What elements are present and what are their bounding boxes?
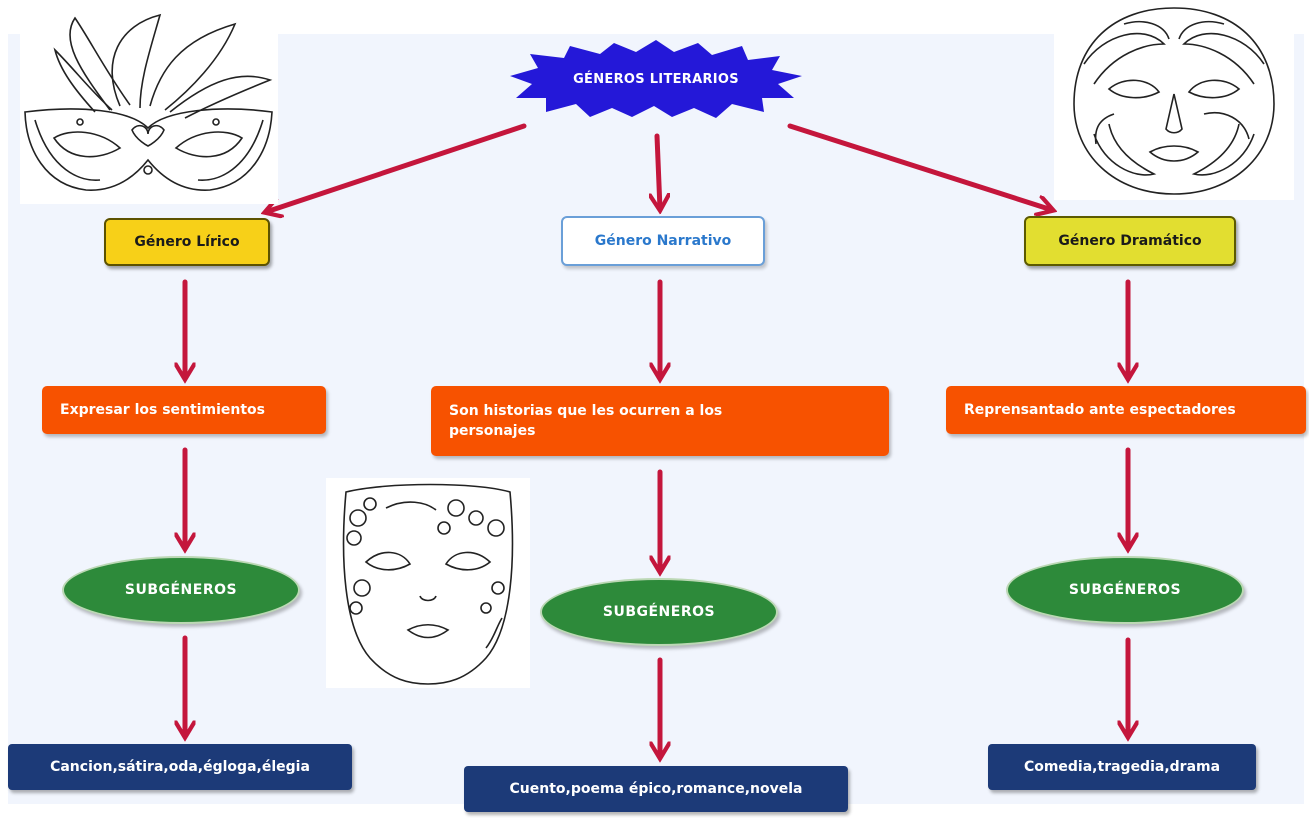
description-lirico-text: Expresar los sentimientos <box>60 402 265 418</box>
subgenre-dramatico-ellipse: SUBGÉNEROS <box>1006 556 1244 624</box>
examples-dramatico-box: Comedia,tragedia,drama <box>988 744 1256 790</box>
floral-face-mask-icon <box>326 478 530 688</box>
genre-narrativo-label: Género Narrativo <box>594 233 732 249</box>
description-dramatico-text: Reprensantado ante espectadores <box>964 402 1236 418</box>
examples-dramatico-text: Comedia,tragedia,drama <box>1023 759 1221 775</box>
carnival-feather-mask-icon <box>20 10 278 204</box>
genre-lirico-label: Género Lírico <box>134 234 240 250</box>
subgenre-dramatico-label: SUBGÉNEROS <box>1068 582 1182 598</box>
subgenre-lirico-label: SUBGÉNEROS <box>124 582 238 598</box>
arrow-title-to-lirico <box>266 123 527 212</box>
description-narrativo-box: Son historias que les ocurren a los pers… <box>431 386 889 456</box>
diagram-title: GÉNEROS LITERARIOS <box>573 71 739 87</box>
description-dramatico-box: Reprensantado ante espectadores <box>946 386 1306 434</box>
title-starburst <box>508 40 804 118</box>
examples-narrativo-text: Cuento,poema épico,romance,novela <box>509 781 803 797</box>
genre-dramatico-label: Género Dramático <box>1058 233 1202 249</box>
genre-narrativo-box: Género Narrativo <box>561 216 765 266</box>
examples-narrativo-box: Cuento,poema épico,romance,novela <box>464 766 848 812</box>
examples-lirico-text: Cancion,sátira,oda,égloga,élegia <box>50 759 310 775</box>
examples-lirico-box: Cancion,sátira,oda,égloga,élegia <box>8 744 352 790</box>
subgenre-lirico-ellipse: SUBGÉNEROS <box>62 556 300 624</box>
genre-dramatico-box: Género Dramático <box>1024 216 1236 266</box>
arrow-title-to-dramatico <box>787 123 1052 210</box>
arrow-title-to-narrativo <box>657 133 660 209</box>
subgenre-narrativo-ellipse: SUBGÉNEROS <box>540 578 778 646</box>
description-narrativo-text: Son historias que les ocurren a los pers… <box>449 403 723 439</box>
description-lirico-box: Expresar los sentimientos <box>42 386 326 434</box>
swirl-face-mask-icon <box>1054 4 1294 200</box>
genre-lirico-box: Género Lírico <box>104 218 270 266</box>
subgenre-narrativo-label: SUBGÉNEROS <box>602 604 716 620</box>
